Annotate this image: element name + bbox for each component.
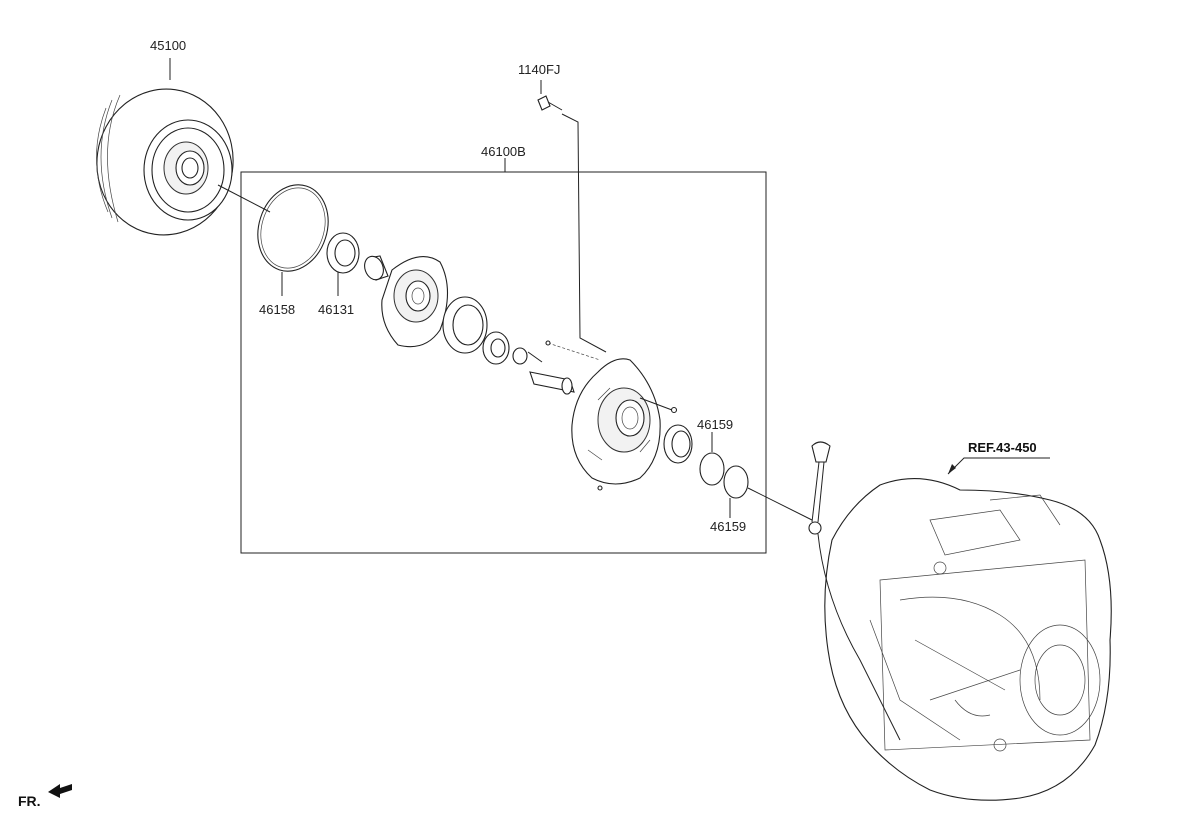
ref-arrow [948, 464, 956, 474]
inner-gear [482, 331, 510, 365]
label-front: FR. [18, 793, 41, 809]
oil-seal [326, 232, 360, 296]
label-bolt: 1140FJ [518, 62, 560, 77]
torque-converter [96, 58, 234, 236]
drain-plug [597, 485, 603, 491]
small-bushing [512, 347, 528, 365]
label-seal-ring-lower: 46159 [710, 519, 746, 534]
transaxle-assembly [824, 478, 1112, 801]
bushing [364, 255, 389, 281]
pin-line [547, 342, 601, 361]
label-torque-converter: 45100 [150, 38, 186, 53]
pump-shaft [527, 351, 575, 395]
pin [545, 340, 551, 346]
small-bolt [670, 406, 678, 414]
seal-set [663, 424, 813, 521]
label-o-ring: 46158 [259, 302, 295, 317]
pump-cover [381, 256, 448, 348]
pump-housing [571, 358, 678, 491]
bolt [537, 80, 607, 353]
ref-leader [947, 457, 1050, 475]
label-seal-ring-upper: 46159 [697, 417, 733, 432]
assembly-frame [240, 171, 767, 554]
label-pump-assy: 46100B [481, 144, 526, 159]
outer-gear [442, 296, 488, 354]
dipstick [808, 441, 901, 741]
label-oil-seal: 46131 [318, 302, 354, 317]
label-ref: REF.43-450 [968, 440, 1037, 455]
o-ring [217, 184, 329, 296]
front-arrow-icon [48, 784, 72, 798]
